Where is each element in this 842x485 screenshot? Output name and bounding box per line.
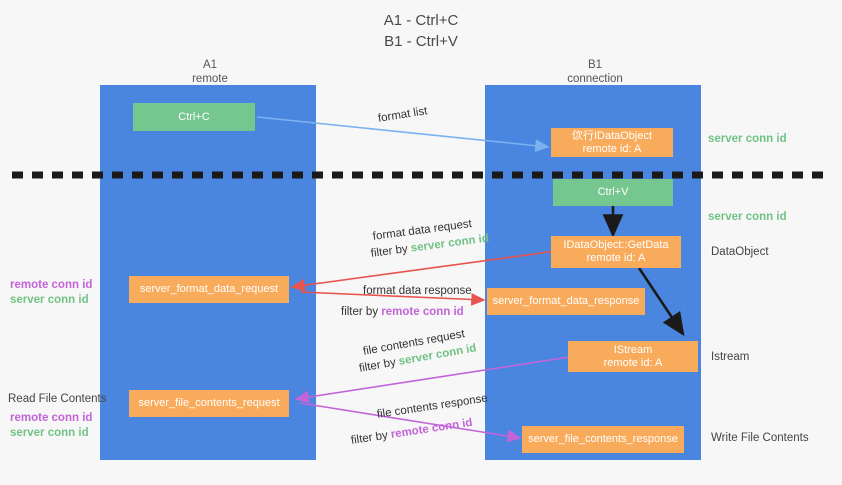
right-server-conn-id-2: server conn id	[708, 211, 787, 223]
right-dataobject: DataObject	[711, 246, 769, 258]
box-server-format-data-request-label: server_format_data_request	[139, 283, 279, 295]
box-server-file-contents-response[interactable]: server_file_contents_response	[522, 426, 684, 453]
label-format-data-response-filter: filter by remote conn id	[341, 305, 464, 320]
arrow-format-data-request	[290, 250, 557, 292]
box-ctrl-c[interactable]: Ctrl+C	[133, 103, 255, 131]
lane-header-a1-sub: remote	[192, 73, 228, 85]
arrow-format-data-response	[299, 291, 486, 306]
label-format-data-response: format data response	[363, 285, 472, 297]
box-ctrl-v[interactable]: Ctrl+V	[553, 179, 673, 206]
left-server-conn-id-2: server conn id	[10, 427, 89, 439]
left-server-conn-id-1: server conn id	[10, 294, 89, 306]
arrow-format-list	[256, 116, 550, 153]
right-istream: Istream	[711, 351, 750, 363]
left-remote-conn-id-2: remote conn id	[10, 412, 93, 424]
box-server-file-contents-request-label: server_file_contents_request	[138, 397, 280, 409]
box-idataobject-getdata-line1: IDataObject::GetData	[563, 239, 669, 251]
box-idataobject-top-line1: 佽行IDataObject	[571, 129, 653, 142]
page-title: A1 - Ctrl+C B1 - Ctrl+V	[0, 10, 842, 52]
box-ctrl-v-label: Ctrl+V	[597, 186, 629, 198]
right-write-file-contents: Write File Contents	[711, 432, 809, 444]
box-server-format-data-response[interactable]: server_format_data_response	[487, 288, 645, 315]
left-annotation-conn-ids-1: remote conn id server conn id	[10, 278, 92, 308]
box-server-format-data-request[interactable]: server_format_data_request	[129, 276, 289, 303]
lane-header-b1-sub: connection	[567, 73, 623, 85]
label-format-data-response-filter-prefix: filter by	[341, 306, 379, 318]
left-remote-conn-id-1: remote conn id	[10, 279, 93, 291]
title-line-2: B1 - Ctrl+V	[384, 33, 458, 50]
box-server-format-data-response-label: server_format_data_response	[492, 295, 640, 307]
lane-header-b1: B1 connection	[515, 58, 675, 86]
box-ctrl-c-label: Ctrl+C	[178, 110, 210, 123]
label-file-contents-response-filter-prefix: filter by	[350, 429, 389, 447]
title-line-1: A1 - Ctrl+C	[383, 12, 459, 29]
lane-header-a1: A1 remote	[130, 58, 290, 86]
box-istream-line1: IStream	[613, 343, 653, 356]
arrow-getdata-to-istream	[637, 267, 685, 337]
box-idataobject-getdata[interactable]: IDataObject::GetData remote id: A	[551, 236, 681, 268]
left-read-file-contents: Read File Contents	[8, 393, 107, 405]
box-idataobject-top-line2: remote id: A	[582, 142, 642, 155]
label-format-data-response-filter-key: remote conn id	[381, 306, 464, 318]
label-format-data-request-filter-prefix: filter by	[370, 243, 409, 260]
box-istream[interactable]: IStream remote id: A	[568, 341, 698, 372]
box-idataobject-getdata-line2: remote id: A	[586, 252, 646, 264]
box-server-file-contents-request[interactable]: server_file_contents_request	[129, 390, 289, 417]
right-server-conn-id-1: server conn id	[708, 133, 787, 145]
arrow-file-contents-request	[294, 355, 577, 404]
box-idataobject-top[interactable]: 佽行IDataObject remote id: A	[551, 128, 673, 157]
left-annotation-conn-ids-2: remote conn id server conn id	[10, 411, 92, 441]
box-istream-line2: remote id: A	[603, 356, 663, 369]
lane-header-a1-name: A1	[202, 59, 218, 71]
lane-header-b1-name: B1	[587, 59, 603, 71]
box-server-file-contents-response-label: server_file_contents_response	[528, 433, 678, 445]
arrow-file-contents-response	[299, 402, 522, 443]
